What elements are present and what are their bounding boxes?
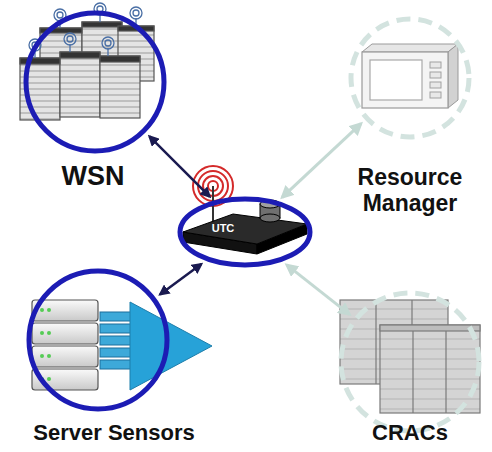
outline-shape [341, 293, 479, 431]
connector-arrow [149, 136, 209, 196]
connector-arrow [282, 124, 361, 198]
utc-device [183, 186, 307, 254]
node-label: Resource Manager [343, 164, 477, 216]
outline-shape [29, 271, 167, 409]
monitor-device [362, 44, 458, 108]
connector-arrow [287, 265, 350, 314]
connector-arrow [160, 264, 201, 294]
sensor-bars [100, 312, 134, 369]
sensor-triangle [130, 302, 212, 390]
node-label: UTC [207, 222, 239, 234]
node-outline [348, 16, 472, 140]
component-circle: WSN [23, 10, 167, 154]
component-circle: Server Sensors [26, 268, 170, 412]
component-circle: CRACs [338, 290, 482, 434]
node-label: WSN [3, 161, 183, 191]
outline-shape [180, 199, 310, 265]
node-outline [338, 290, 482, 434]
outline-shape [351, 19, 469, 137]
node-outline [26, 268, 170, 412]
node-outline [23, 10, 167, 154]
outline-shape [26, 13, 164, 151]
node-outline [177, 196, 313, 268]
node-label: CRACs [338, 420, 482, 445]
component-circle: Resource Manager [348, 16, 472, 140]
node-label: Server Sensors [10, 420, 218, 445]
hub-ellipse: UTC [177, 196, 313, 268]
